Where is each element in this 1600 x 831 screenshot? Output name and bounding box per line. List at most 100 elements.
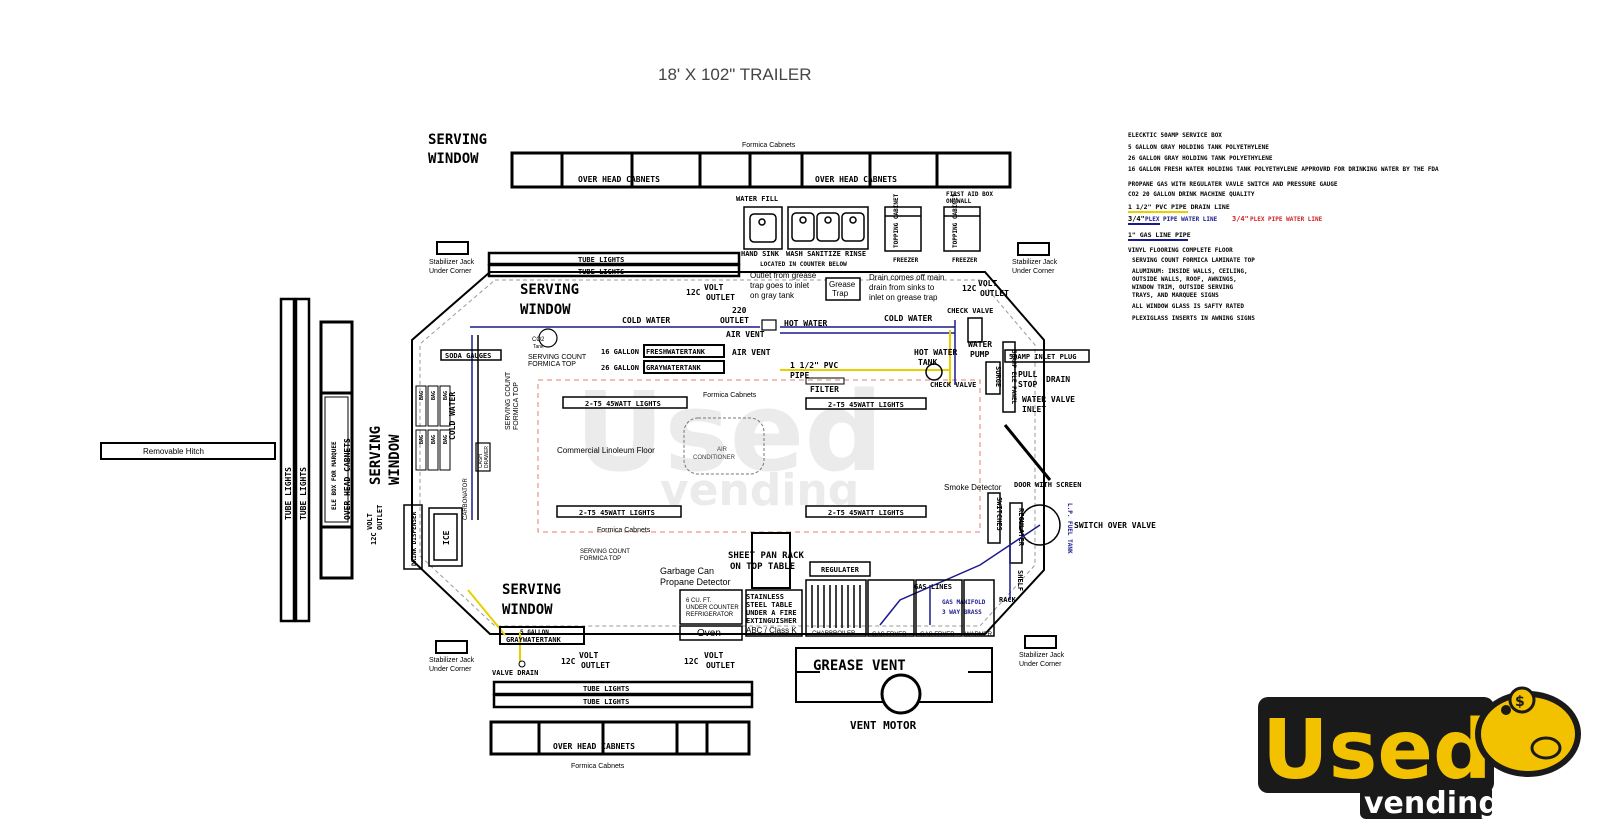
inlet-plug-box	[1004, 349, 1090, 363]
fridge-1: 6 CU. FT.	[686, 598, 712, 604]
sheet-pan-rack	[751, 532, 791, 589]
gray-tank-5gal	[499, 626, 585, 645]
lights-45w-2: 2-T5 45WATT LIGHTS	[828, 401, 904, 409]
top-formica-label: Formica Cabnets	[742, 142, 796, 149]
serving-count-2a: SERVING COUNT	[505, 371, 512, 430]
warmer-label: WARMER	[965, 632, 993, 638]
drain-note-3: inlet on grease trap	[869, 293, 938, 302]
fresh-water-tank	[643, 344, 725, 358]
legend-pex-size-1: 3/4"	[1128, 215, 1145, 223]
tube-lights-bottom	[492, 680, 754, 709]
grease-trap-2: Trap	[832, 289, 849, 298]
diagram-title: 18' X 102" TRAILER	[658, 65, 812, 84]
spec-line-1: 5 GALLON GRAY HOLDING TANK POLYETHYLENE	[1128, 144, 1269, 151]
outlet-left-outlet: OUTLET	[376, 505, 384, 530]
outlet-left-12c: 12C	[370, 532, 378, 545]
fridge-3: REFRIGERATOR	[686, 612, 734, 618]
fresh-tank-size: 16 GALLON	[601, 348, 639, 356]
outlet-b2-12c: 12C	[684, 657, 699, 666]
valve-drain-icon	[518, 660, 526, 668]
drain-note-1: Drain comes off main	[869, 273, 944, 282]
regulater-right-label: REGULATER	[1017, 508, 1025, 547]
soda-gauges-label: SODA GAUGES	[445, 352, 491, 360]
grease-outlet-note-2: trap goes to inlet	[750, 281, 810, 290]
smoke-detector-label: Smoke Detector	[944, 483, 1002, 492]
grease-outlet-note-1: Outlet from grease	[750, 271, 817, 280]
oven-label: Oven	[697, 628, 721, 639]
gray-tank-label: GRAYWATERTANK	[646, 364, 702, 372]
gas-fryer-1	[867, 579, 915, 637]
spec2-line-1: SERVING COUNT FORMICA LAMINATE TOP	[1132, 257, 1255, 264]
oven	[679, 625, 743, 641]
ac-2: CONDITIONER	[693, 455, 736, 461]
carbonator-label: CARBONATOR	[463, 478, 469, 520]
coin-icon	[1508, 686, 1536, 714]
spec2-line-6: ALL WINDOW GLASS IS SAFTY RATED	[1132, 303, 1244, 310]
spec-line-4: PROPANE GAS WITH REGULATER VAVLE SWITCH …	[1128, 181, 1338, 188]
stainless-table	[745, 589, 803, 637]
serving-window-bottom-2: WINDOW	[502, 602, 553, 618]
co2-1: CO2	[532, 337, 545, 343]
switch-over-valve-label: SWITCH OVER VALVE	[1074, 521, 1156, 530]
lights-45w-1: 2-T5 45WATT LIGHTS	[585, 400, 661, 408]
soda-gauges-box	[440, 349, 502, 361]
serving-count-3b: FORMICA TOP	[580, 556, 621, 562]
surge-label: SURGE	[994, 366, 1002, 387]
outlet-top2-12c: 12C	[962, 284, 977, 293]
tube-lights-bottom-1: TUBE LIGHTS	[583, 685, 629, 693]
stabilizer-jack-bl	[435, 640, 468, 654]
spec-line-2: 26 GALLON GRAY HOLDING TANK POLYETHYLENE	[1128, 155, 1273, 162]
bag-6: BAG	[443, 435, 449, 444]
serving-count-1b: FORMICA TOP	[528, 361, 576, 368]
fridge-2: UNDER COUNTER	[686, 605, 739, 611]
piggy-eye-icon	[1501, 705, 1511, 715]
grease-trap-1: Grease	[829, 280, 856, 289]
removable-hitch	[100, 442, 276, 460]
stabilizer-br-1: Stabilizer Jack	[1019, 652, 1065, 659]
freezer-label-2: FREEZER	[952, 257, 978, 264]
tube-lights-top-2: TUBE LIGHTS	[578, 268, 624, 276]
bag-in-box-rack	[415, 385, 451, 471]
grease-vent-label: GREASE VENT	[813, 658, 906, 674]
wash-sanitize-label: WASH SANITIZE RINSE	[786, 250, 866, 258]
drain-right: DRAIN	[1046, 375, 1070, 384]
lp-tank	[1019, 504, 1061, 546]
door[interactable]	[1003, 424, 1052, 481]
pull-stop-1: PULL	[1018, 370, 1037, 379]
stainless-2: STEEL TABLE	[746, 601, 792, 609]
cold-water-right: COLD WATER	[884, 314, 932, 323]
rack-label: RACK	[999, 596, 1017, 604]
serving-count-2b: FORMICA TOP	[513, 382, 520, 430]
hot-water-tank-2: TANK	[918, 358, 937, 367]
gray5-1: 5 GALLON	[520, 629, 549, 636]
legend-pvc: 1 1/2" PVC PIPE DRAIN LINE	[1128, 203, 1230, 211]
serving-window-left-1: SERVING	[368, 426, 384, 485]
bag-3: BAG	[443, 391, 449, 400]
pvc-pipe-1: 1 1/2" PVC	[790, 361, 838, 370]
air-vent-2: AIR VENT	[732, 348, 771, 357]
outlet-top1-outlet: OUTLET	[706, 293, 735, 302]
legend-pex-size-2: 3/4"	[1232, 215, 1249, 223]
coin-dollar: $	[1515, 694, 1525, 710]
spec2-line-5: TRAYS, AND MARQUEE SIGNS	[1132, 292, 1219, 299]
stabilizer-tl-2: Under Corner	[429, 268, 472, 275]
outlet-top2-outlet: OUTLET	[980, 289, 1009, 298]
check-valve-top: CHECK VALVE	[947, 307, 993, 315]
overhead-cabinets-label-1: OVER HEAD CABNETS	[578, 175, 660, 184]
gas-lines	[879, 524, 1041, 626]
freezer-label-1: FREEZER	[893, 257, 919, 264]
tube-lights-bottom-2: TUBE LIGHTS	[583, 698, 629, 706]
cold-water-left: COLD WATER	[448, 392, 457, 440]
spec-line-5: CO2 20 GALLON DRINK MACHINE QUALITY	[1128, 191, 1255, 198]
stabilizer-jack-br	[1024, 635, 1057, 649]
formica-mid-1: Formica Cabnets	[703, 392, 757, 399]
bottom-formica-label: Formica Cabnets	[571, 763, 625, 770]
tube-lights-top-1: TUBE LIGHTS	[578, 256, 624, 264]
spec2-line-0: VINYL FLOORING COMPLETE FLOOR	[1128, 247, 1233, 254]
serving-count-1a: SERVING COUNT	[528, 354, 587, 361]
water-pump-2: PUMP	[970, 350, 989, 359]
tube-lights-left	[279, 297, 311, 623]
serving-count-3a: SERVING COUNT	[580, 549, 630, 555]
drink-dispenser	[403, 504, 423, 570]
